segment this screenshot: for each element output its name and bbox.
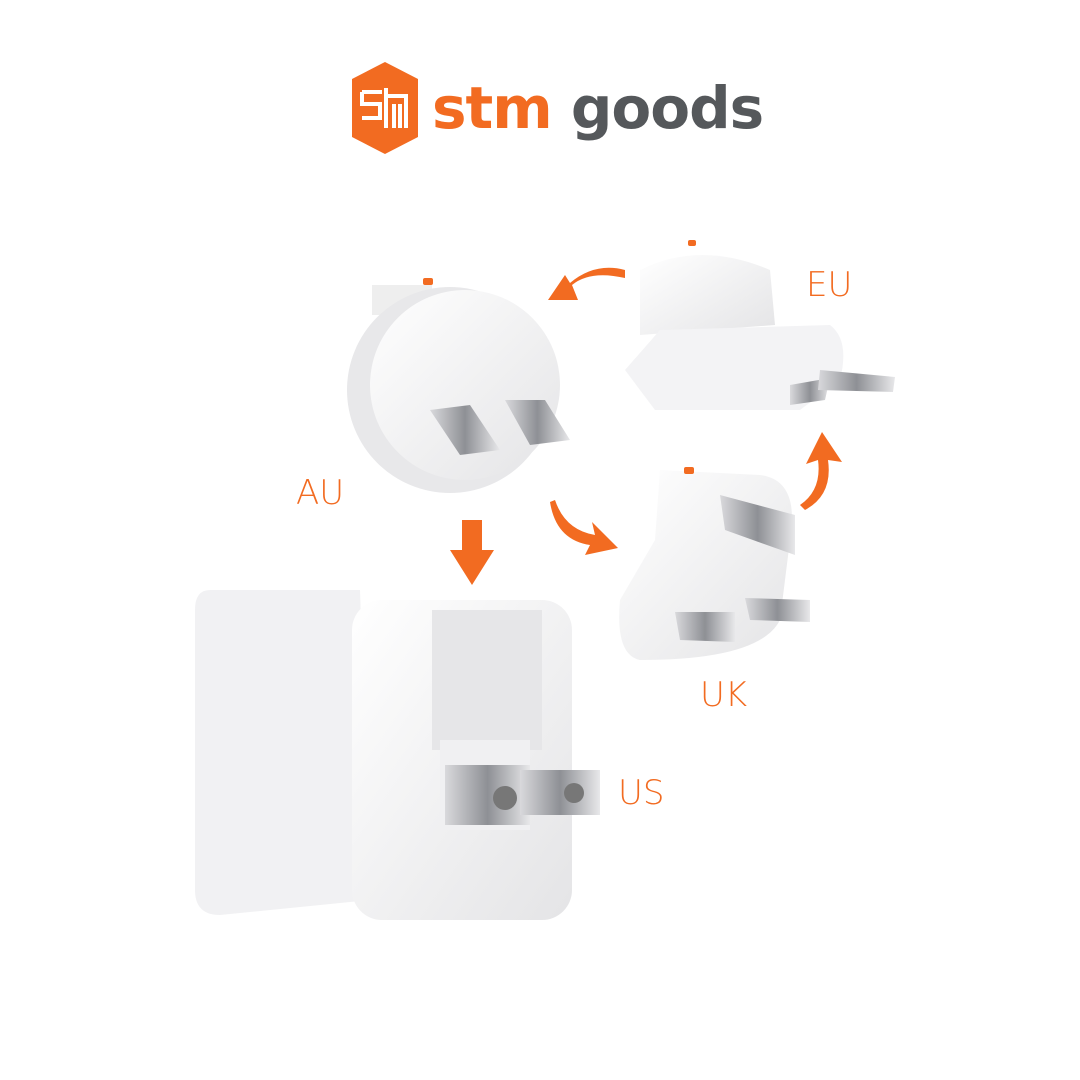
label-eu: EU xyxy=(806,265,853,305)
arrow-uk-to-eu-icon xyxy=(800,432,842,510)
stm-hexagon-icon xyxy=(352,62,418,154)
arrow-au-to-us-icon xyxy=(450,520,494,585)
uk-adapter xyxy=(619,467,810,660)
eu-adapter xyxy=(625,240,895,410)
brand-wordmark: stm goods xyxy=(432,74,764,142)
arrows xyxy=(450,267,842,585)
label-uk: UK xyxy=(700,675,748,715)
label-us: US xyxy=(618,773,665,813)
arrow-eu-to-au-icon xyxy=(548,267,625,300)
brand-logo: stm goods xyxy=(352,62,764,154)
au-adapter xyxy=(347,278,570,493)
label-au: AU xyxy=(296,473,345,513)
us-charger xyxy=(195,590,600,920)
arrow-au-to-uk-icon xyxy=(550,500,618,555)
